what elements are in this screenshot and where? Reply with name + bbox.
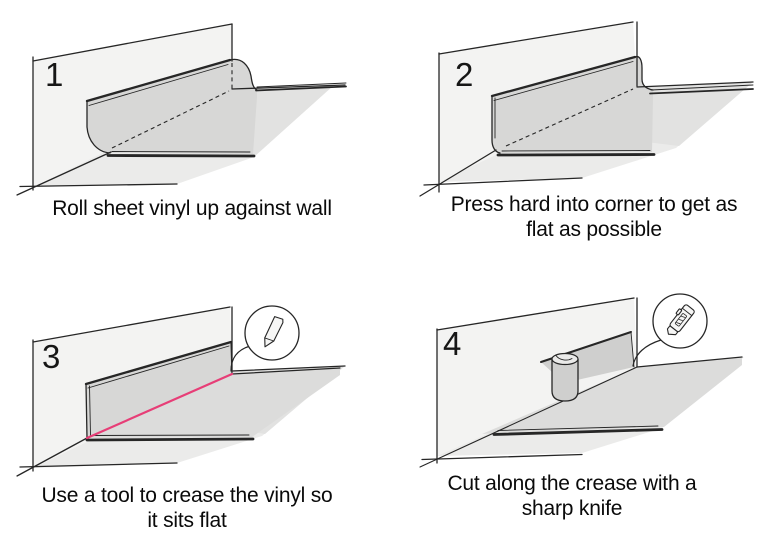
vinyl-sheet-flat [482, 358, 742, 434]
step-2-illustration [419, 21, 754, 197]
caption-line-1: Roll sheet vinyl up against wall [52, 197, 332, 220]
wall-plane [437, 298, 637, 456]
vinyl-edges [85, 58, 258, 158]
vinyl-floor-strip-edges [255, 82, 347, 92]
vinyl-floor-strip-edges [649, 84, 754, 95]
step-number: 3 [42, 338, 61, 375]
step-caption: Cut along the crease with a sharp knife [384, 471, 764, 521]
wall-edges [438, 21, 754, 88]
step-4-panel: 4 Cut along the crease with a sharp knif… [384, 270, 768, 541]
rolled-vinyl-tube [551, 352, 579, 402]
vinyl-sheet-wall-part [86, 342, 232, 438]
utility-knife-icon [666, 304, 695, 336]
pencil-crease-tool-icon [264, 316, 284, 348]
step-caption: Roll sheet vinyl up against wall [0, 196, 384, 221]
wall-edges [32, 23, 346, 90]
caption-line-2: it sits flat [147, 509, 227, 532]
caption-line-2: flat as possible [526, 218, 662, 241]
hidden-corner-dashed-line [505, 88, 634, 147]
step-4-illustration [419, 293, 744, 468]
vinyl-edges [490, 55, 656, 157]
vinyl-edges [84, 340, 341, 442]
axes [16, 339, 178, 477]
step-number: 4 [443, 325, 462, 362]
step-3-illustration [16, 305, 346, 477]
callout-connector-line [230, 345, 251, 372]
caption-line-1: Use a tool to crease the vinyl so [41, 484, 333, 507]
step-1-panel: 1 Roll sheet vinyl up against wall [0, 0, 384, 270]
caption-line-1: Press hard into corner to get as [450, 193, 738, 216]
step-2-panel: 2 Press hard into corner to get as flat … [384, 0, 768, 270]
step-caption: Press hard into corner to get as flat as… [402, 192, 768, 242]
axes [16, 56, 178, 196]
hidden-corner-dashed-lines [111, 63, 233, 149]
caption-line-2: sharp knife [521, 497, 623, 520]
axes [419, 52, 583, 197]
vinyl-sheet-floor-part [87, 368, 340, 438]
step-number: 1 [45, 56, 64, 93]
vinyl-sheet [492, 56, 653, 154]
step-number: 2 [455, 56, 474, 93]
step-caption: Use a tool to crease the vinyl so it sit… [0, 483, 379, 533]
caption-line-1: Cut along the crease with a [447, 472, 697, 495]
axes [419, 328, 638, 468]
vinyl-front-edge [492, 425, 664, 436]
step-3-panel: 3 Use a tool to crease the vinyl so it s… [0, 270, 384, 541]
vinyl-sheet [87, 59, 257, 154]
callout-connector-line [632, 339, 662, 367]
step-1-illustration [16, 23, 347, 196]
crease-line [85, 372, 234, 440]
